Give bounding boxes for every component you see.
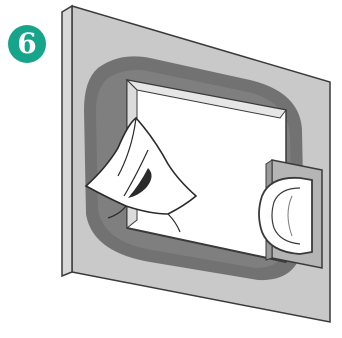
wall-panel-edge [62,6,72,276]
